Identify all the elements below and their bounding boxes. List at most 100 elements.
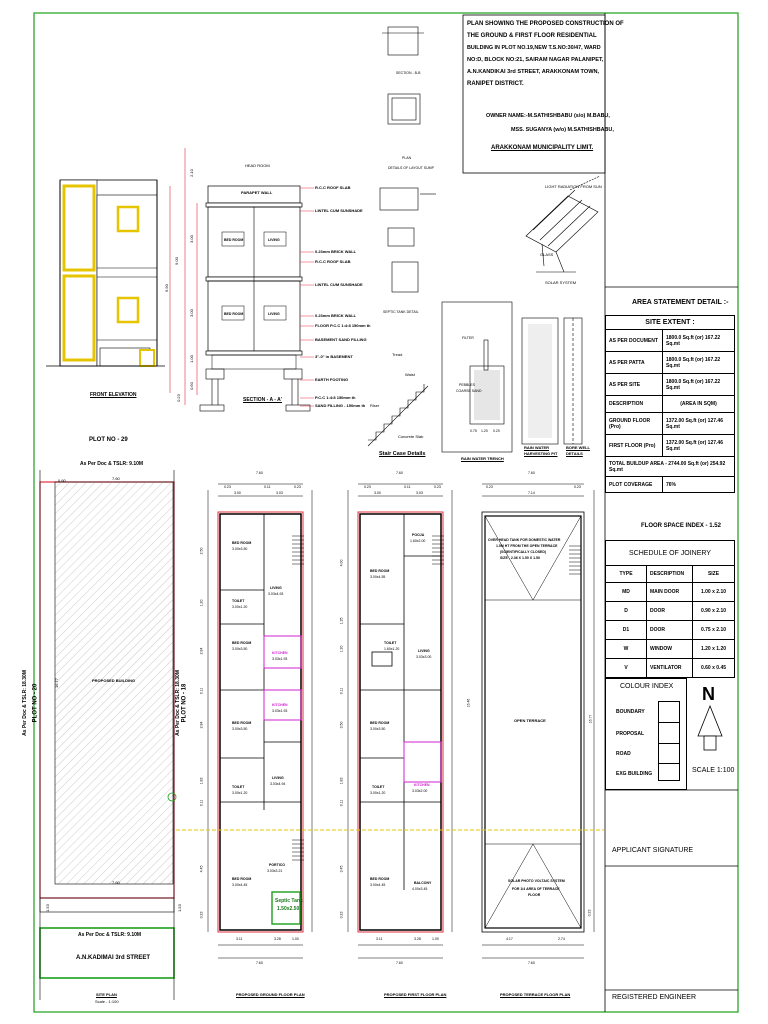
room-size: 3.03x4.93: [268, 592, 284, 596]
authority: ARAKKONAM MUNICIPALITY LIMIT.: [491, 145, 594, 151]
room-name: TOILET: [372, 785, 385, 789]
section-note: FLOOR P.C.C 1:4:8 150mm th: [315, 323, 371, 328]
room-name: POOJA: [412, 533, 425, 537]
gf-dim: 0.11: [264, 485, 271, 489]
deed-top: As Per Doc & TSLR: 9.10M: [80, 461, 144, 467]
ff-dim: 0.11: [339, 687, 344, 695]
room-size: 3.03x3.21: [267, 869, 283, 873]
detail-title: DETAILS OF LAYOUT SUMP: [388, 166, 434, 170]
ff-dim: 3.45: [339, 865, 344, 873]
colour-item: BOUNDARY: [616, 709, 645, 715]
colour-index-heading: COLOUR INDEX: [620, 683, 674, 690]
room-size: 3.00x4.45: [370, 883, 386, 887]
gf-dim: 0.23: [224, 485, 231, 489]
open-terrace: OPEN TERRACE: [514, 718, 546, 723]
joinery-desc: VENTILATOR: [646, 659, 692, 677]
ff-dim: 0.23: [434, 485, 441, 489]
section-note: 0.23mm BRICK WALL: [315, 313, 357, 318]
septic-size: 1.50x2.50: [277, 906, 300, 912]
proposed-building: PROPOSED BUILDING: [92, 678, 136, 683]
joinery-size: 1.00 x 2.10: [692, 583, 734, 601]
joinery-size: 0.75 x 2.10: [692, 621, 734, 639]
rwh-pit: [521, 317, 583, 445]
ff-dim: 3.00: [374, 491, 381, 495]
room-size: 3.00x4.45: [232, 883, 248, 887]
title-line: THE GROUND & FIRST FLOOR RESIDENTIAL: [467, 33, 597, 39]
joinery-size: 0.60 x 0.45: [692, 659, 734, 677]
gf-dim: 0.23: [199, 911, 204, 919]
section-note: EARTH FOOTING: [315, 377, 349, 382]
terrace-dim: 7.14: [528, 491, 535, 495]
room-name: BED ROOM: [370, 569, 390, 573]
section-note: R.C.C ROOF SLAB: [315, 259, 351, 264]
ff-dim: 4.00: [339, 559, 344, 567]
room-name: KITCHEN: [272, 651, 288, 655]
terrace-dim: 0.23: [587, 909, 592, 917]
section-note: SAND FILLING - 150mm th: [315, 403, 366, 408]
room-name: PORTICO: [269, 863, 285, 867]
terrace-note: 1.5M HT FROM THE OPEN TERRACE: [496, 544, 558, 548]
room-size: 1.60x1.20: [384, 647, 400, 651]
area-label: FIRST FLOOR (Pro): [609, 442, 656, 449]
site-dim: 0.60: [58, 478, 66, 483]
room-name: BED ROOM: [232, 541, 252, 545]
area-label: DESCRIPTION: [609, 401, 644, 407]
section-room: BED ROOM: [224, 238, 244, 242]
room-size: 3.00x1.20: [370, 791, 386, 795]
ff-dim: 7.60: [396, 471, 403, 475]
room-size: 3.00x4.55: [370, 575, 386, 579]
joinery-heading: SCHEDULE OF JOINERY: [629, 549, 711, 557]
level-dim: 2.10: [188, 169, 194, 177]
detail-title: PLAN: [402, 156, 412, 160]
section-title: SECTION - A - A': [243, 397, 282, 403]
gf-dim: 3.11: [236, 937, 243, 941]
level-dim: 3.00: [188, 235, 194, 243]
terrace-dim: 16.77: [588, 714, 593, 724]
owner-name: OWNER NAME:-M.SATHISHBABU (s/o) M.BABU,: [486, 113, 610, 119]
terrace-dim: 4.17: [506, 937, 513, 941]
room-name: LIVING: [418, 649, 430, 653]
gf-dim: 7.60: [256, 471, 263, 475]
plot-no: PLOT NO - 29: [89, 437, 128, 443]
trench-label: 0.75: [470, 429, 477, 433]
site-dim: 1.53: [44, 904, 50, 912]
area-value: (AREA IN SQM): [662, 396, 734, 412]
room-name: TOILET: [232, 785, 245, 789]
joinery-type: D1: [622, 627, 630, 633]
gf-dim: 0.11: [199, 687, 204, 695]
section-room: LIVING: [268, 238, 280, 242]
title-line: RANIPET DISTRICT.: [467, 81, 524, 87]
site-plan-scale: Scale - 1:100: [95, 999, 119, 1004]
joinery-size: 0.90 x 2.10: [692, 602, 734, 620]
room-name: KITCHEN: [414, 783, 430, 787]
section-note: 3"-0" in BASEMENT: [315, 354, 353, 359]
coverage-value: 76%: [662, 477, 734, 492]
glass-label: GLASS: [540, 252, 554, 257]
joinery-col: TYPE: [619, 571, 633, 577]
gf-dim: 3.03: [276, 491, 283, 495]
stair-label: Concrete Slab: [398, 434, 424, 439]
area-value: 1372.00 Sq.ft (or) 127.46 Sq.mt: [662, 413, 734, 434]
room-name: BED ROOM: [232, 641, 252, 645]
section-room: BED ROOM: [224, 312, 244, 316]
title-line: A.N.KANDIKAI 3rd STREET, ARAKKONAM TOWN,: [467, 69, 600, 75]
solar-label: SOLAR SYSTEM: [545, 280, 577, 285]
gf-dim: 1.20: [199, 599, 204, 607]
solar-panel: [525, 175, 601, 273]
joinery-size: 1.20 x 1.20: [692, 640, 734, 658]
room-size: 3.00x1.20: [232, 605, 248, 609]
fsi: FLOOR SPACE INDEX - 1.52: [641, 523, 721, 529]
sun-label: LIGHT RADIATION FROM SUN: [545, 184, 602, 189]
room-name: BED ROOM: [370, 877, 390, 881]
room-size: 3.00x3.50: [370, 727, 386, 731]
front-elevation: [46, 179, 165, 367]
terrace-note: SIZE - 2.36 X 1.50 X 1.50: [500, 556, 540, 560]
engineer-signature: REGISTERED ENGINEER: [612, 994, 697, 1001]
joinery-desc: MAIN DOOR: [646, 583, 692, 601]
trench-label: PEBBLES: [459, 383, 475, 387]
terrace-note: OVER HEAD TANK FOR DOMESTIC WATER: [488, 538, 561, 542]
ff-dim: 3.50: [339, 721, 344, 729]
